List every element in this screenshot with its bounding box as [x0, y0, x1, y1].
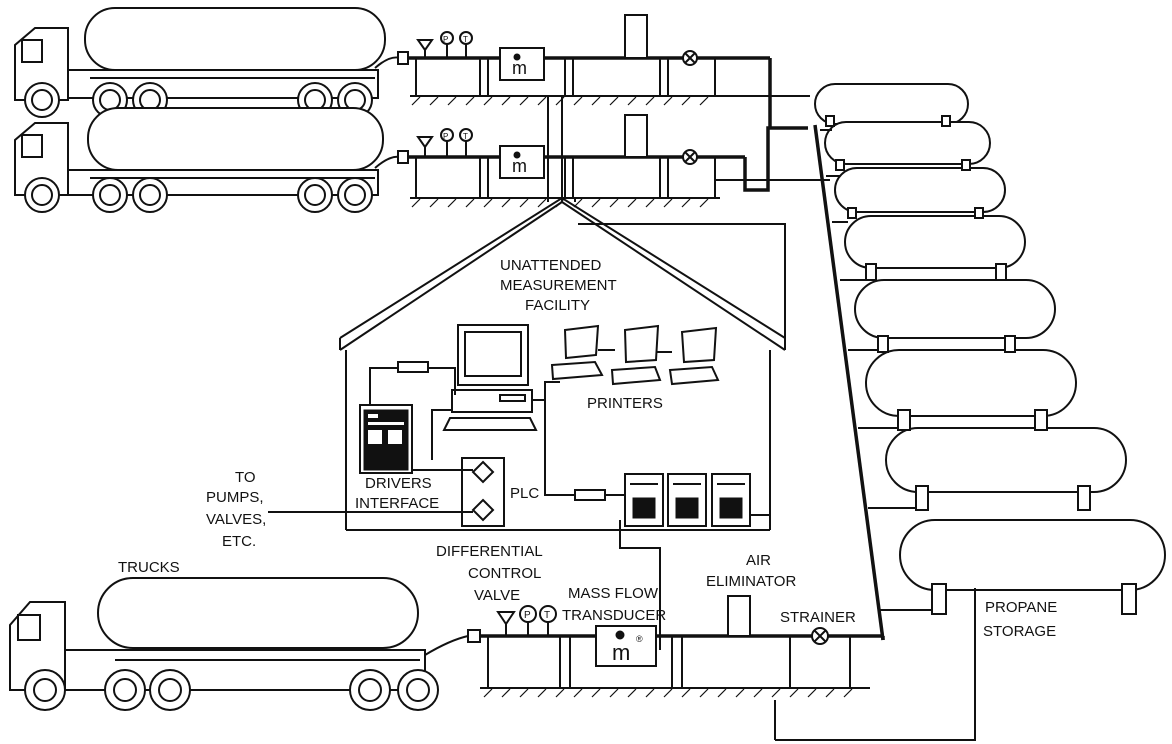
truck-top-1	[14, 7, 386, 118]
svg-text:DRIVERS: DRIVERS	[365, 475, 432, 492]
svg-text:PUMPS,: PUMPS,	[206, 489, 264, 506]
svg-text:ETC.: ETC.	[222, 533, 256, 550]
svg-text:FACILITY: FACILITY	[525, 297, 590, 314]
svg-text:AIR: AIR	[746, 552, 771, 569]
drivers-interface-terminal	[359, 404, 413, 474]
svg-text:m: m	[512, 58, 527, 78]
svg-text:DIFFERENTIAL: DIFFERENTIAL	[436, 543, 543, 560]
label-to-pumps: TO PUMPS, VALVES, ETC.	[206, 469, 266, 550]
svg-text:TRANSDUCER: TRANSDUCER	[562, 607, 666, 624]
svg-text:T: T	[463, 132, 468, 141]
svg-text:PROPANE: PROPANE	[985, 599, 1057, 616]
svg-text:m: m	[512, 156, 527, 176]
svg-text:m: m	[612, 640, 630, 665]
plc-unit	[268, 457, 505, 527]
label-printers: PRINTERS	[587, 395, 663, 412]
label-plc: PLC	[510, 485, 539, 502]
truck-top-2	[14, 107, 384, 213]
svg-text:STORAGE: STORAGE	[983, 623, 1056, 640]
computer	[369, 324, 625, 501]
label-propane-storage: PROPANE STORAGE	[983, 599, 1057, 640]
label-strainer: STRAINER	[780, 609, 856, 626]
svg-text:VALVES,: VALVES,	[206, 511, 266, 528]
label-mass-flow-transducer: MASS FLOW TRANSDUCER	[562, 585, 666, 624]
svg-text:MEASUREMENT: MEASUREMENT	[500, 277, 617, 294]
label-trucks: TRUCKS	[118, 559, 180, 576]
svg-text:®: ®	[636, 634, 643, 644]
label-air-eliminator: AIR ELIMINATOR	[706, 552, 796, 590]
svg-text:MASS FLOW: MASS FLOW	[568, 585, 659, 602]
svg-text:P: P	[524, 610, 531, 621]
metering-skid-1: P T m	[374, 14, 810, 106]
svg-text:VALVE: VALVE	[474, 587, 520, 604]
svg-text:ELIMINATOR: ELIMINATOR	[706, 573, 796, 590]
label-facility: UNATTENDED MEASUREMENT FACILITY	[500, 257, 617, 314]
svg-text:CONTROL: CONTROL	[468, 565, 541, 582]
svg-text:T: T	[544, 610, 550, 621]
label-drivers-interface: DRIVERS INTERFACE	[355, 475, 439, 512]
propane-storage-tanks	[813, 83, 1166, 641]
svg-text:UNATTENDED: UNATTENDED	[500, 257, 602, 274]
svg-text:INTERFACE: INTERFACE	[355, 495, 439, 512]
metering-skid-2: P T m	[374, 58, 830, 208]
svg-text:TO: TO	[235, 469, 256, 486]
svg-text:P: P	[443, 132, 448, 141]
bottom-metering-skid: P T m ®	[424, 526, 976, 741]
printers	[550, 324, 720, 386]
label-differential-control-valve: DIFFERENTIAL CONTROL VALVE	[436, 543, 543, 604]
measurement-facility-building	[339, 96, 786, 531]
svg-text:T: T	[463, 35, 468, 44]
svg-text:P: P	[443, 35, 448, 44]
truck-bottom	[9, 577, 439, 711]
